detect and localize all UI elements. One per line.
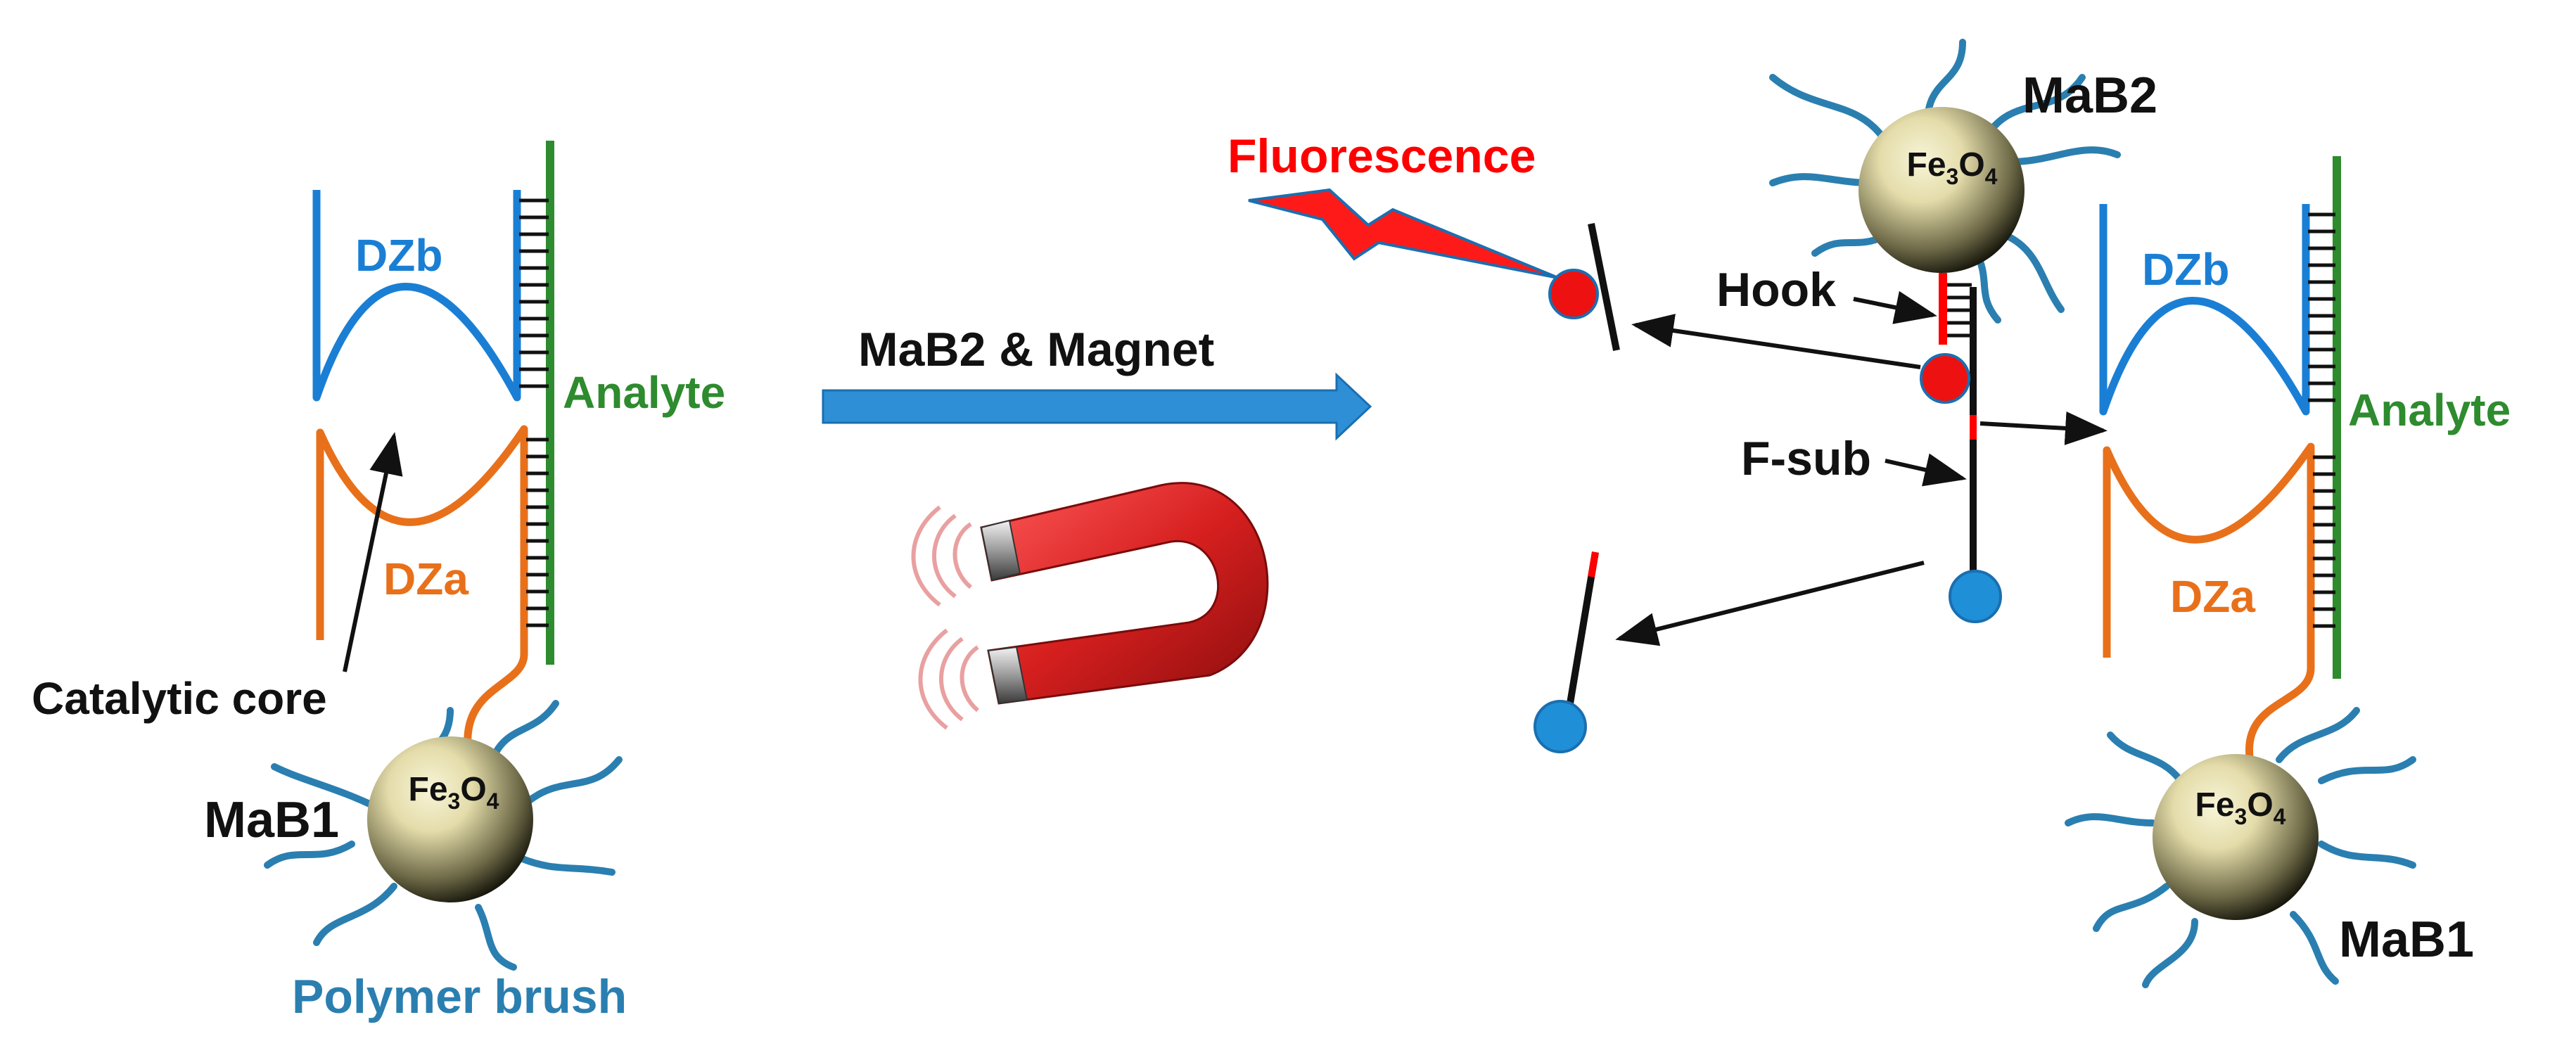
fsub-label: F-sub	[1741, 432, 1871, 485]
catalytic-core-label: Catalytic core	[32, 673, 327, 724]
process-arrow-icon	[822, 372, 1372, 441]
right-complex: Fe3O4 DZb DZa Analyte MaB1	[2065, 156, 2511, 988]
hook-label: Hook	[1716, 263, 1836, 317]
fluorophore-dot	[1920, 353, 1970, 404]
base-pair-rungs	[1947, 283, 1972, 338]
dza-strand-right	[2103, 442, 2315, 757]
mab1-label-left: MaB1	[204, 792, 339, 848]
cleaved-fragment	[1588, 223, 1620, 351]
polymer-brush-label: Polymer brush	[292, 970, 627, 1023]
recycle-arrow	[1979, 411, 2108, 445]
catalytic-core-arrow	[343, 432, 403, 672]
base-pair-rungs	[526, 438, 549, 627]
dzb-strand-left	[312, 190, 521, 402]
fe3o4-label: Fe3O4	[1907, 146, 1998, 189]
released-fsub	[1534, 551, 1599, 753]
hook-arrow	[1853, 290, 1937, 324]
step-label: MaB2 & Magnet	[858, 323, 1214, 376]
base-pair-rungs	[2313, 455, 2335, 628]
polymer-brush-left	[264, 700, 623, 971]
mab2-label: MaB2	[2022, 68, 2157, 124]
fluorescence-label: Fluorescence	[1228, 129, 1536, 183]
dzb-strand-right	[2099, 204, 2310, 416]
dza-label-right: DZa	[2170, 571, 2255, 622]
fe3o4-label: Fe3O4	[2195, 786, 2286, 829]
release-arrow	[1615, 561, 1925, 646]
magnetic-bead-icon	[2153, 754, 2319, 920]
dza-strand-left	[316, 425, 528, 746]
process-step: MaB2 & Magnet	[822, 323, 1372, 730]
dzb-label-left: DZb	[355, 230, 442, 281]
polymer-brush-right	[2065, 707, 2416, 988]
dza-label-left: DZa	[383, 554, 468, 604]
mab2-complex: Fe3O4 MaB2 Hook F-sub	[1615, 39, 2157, 646]
magnetic-bead-icon	[1858, 107, 2025, 273]
fe3o4-label: Fe3O4	[409, 771, 499, 814]
release-arrow	[1631, 314, 1921, 369]
horseshoe-magnet-icon	[911, 482, 1269, 730]
quencher-dot	[1949, 570, 2002, 623]
fsub-arrow	[1885, 453, 1967, 487]
quencher-dot	[1534, 700, 1587, 753]
mab1-label-right: MaB1	[2339, 912, 2474, 968]
fluorescence-group: Fluorescence	[1228, 129, 1620, 351]
base-pair-rungs	[519, 198, 549, 388]
dzb-label-right: DZb	[2142, 244, 2229, 295]
magnetic-bead-icon	[367, 736, 533, 902]
analyte-label-left: Analyte	[563, 367, 725, 418]
base-pair-rungs	[2308, 212, 2335, 402]
left-complex: Fe3O4 DZb DZa Analyte Catalytic core MaB…	[32, 141, 725, 1023]
lightning-bolt-icon	[1248, 188, 1559, 279]
analyte-label-right: Analyte	[2348, 385, 2511, 435]
fluorophore-dot	[1548, 269, 1599, 319]
